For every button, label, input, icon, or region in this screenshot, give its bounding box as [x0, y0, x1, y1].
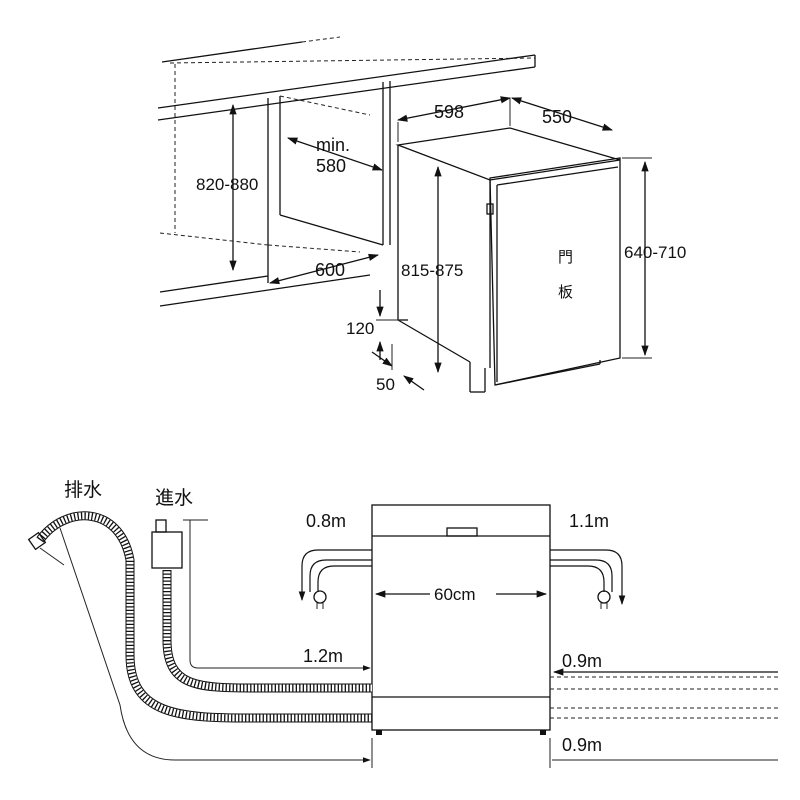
drain-label: 排水 [64, 479, 102, 501]
right-side-hoses [550, 676, 778, 719]
drain-hose [27, 511, 372, 723]
right-cable-length-label: 1.1m [569, 511, 609, 531]
left-power-cord [298, 549, 372, 609]
inlet-hose [151, 519, 372, 693]
door-panel-label-top: 門 [558, 249, 573, 266]
plinth-depth-label: 50 [376, 375, 395, 394]
niche-depth-label-min: min. [316, 135, 350, 155]
appliance-width-label: 60cm [434, 585, 476, 604]
cabinet-niche [159, 64, 391, 307]
niche-width-label: 600 [315, 260, 345, 280]
plinth-height-label: 120 [346, 319, 374, 338]
door-panel [486, 157, 621, 386]
cabinet-height-label: 820-880 [196, 175, 258, 194]
right-power-cord [550, 549, 626, 609]
niche-depth-label-value: 580 [316, 156, 346, 176]
width-label: 598 [434, 102, 464, 122]
installation-view: 820-880 600 min. 580 598 550 815-875 640… [157, 36, 686, 394]
depth-label: 550 [542, 107, 572, 127]
right-lower-hose-length-label: 0.9m [562, 735, 602, 755]
dimension-lines [229, 96, 652, 391]
door-panel-label-bottom: 板 [558, 283, 573, 301]
dishwasher-body [395, 127, 621, 393]
right-upper-hose-length-label: 0.9m [562, 651, 602, 671]
connections-view: 排水 進水 0.8m 1.1m 60cm 1.2m 0.9m 0.9m [27, 479, 778, 768]
measurement-guides [59, 519, 778, 768]
dishwasher-front [371, 504, 551, 735]
countertop [157, 36, 536, 121]
door-height-label: 640-710 [624, 243, 686, 262]
inlet-label: 進水 [155, 487, 193, 509]
left-cable-length-label: 0.8m [306, 511, 346, 531]
inlet-hose-length-label: 1.2m [303, 646, 343, 666]
body-height-label: 815-875 [401, 261, 463, 280]
